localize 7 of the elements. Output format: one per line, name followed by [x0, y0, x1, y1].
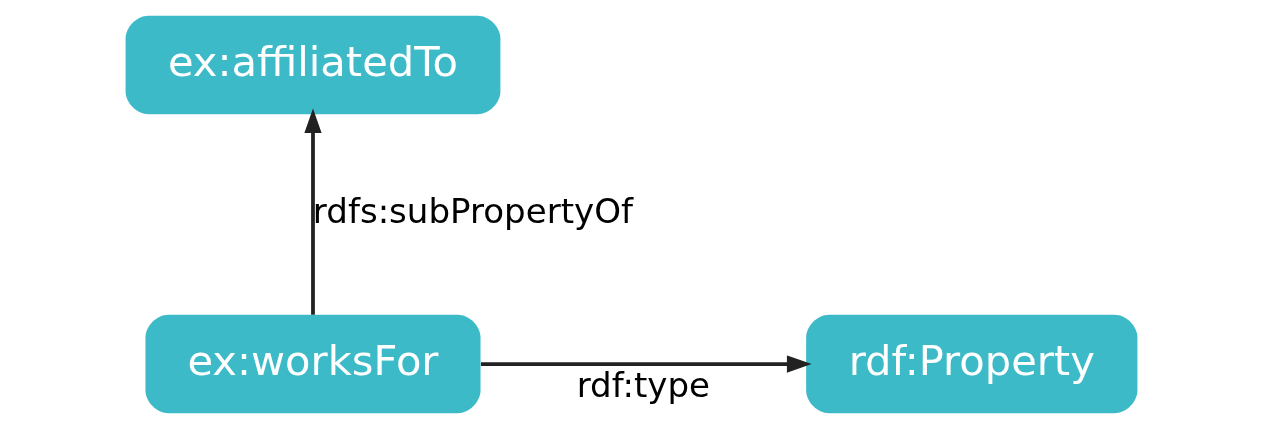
edge-label: rdfs:subPropertyOf — [312, 190, 634, 231]
node-box: ex:affiliatedTo — [125, 15, 501, 115]
node-box: rdf:Property — [806, 314, 1138, 414]
node-box: ex:worksFor — [145, 314, 481, 414]
edge-label: rdf:type — [576, 364, 711, 405]
arrow — [304, 108, 322, 315]
arrow — [480, 355, 812, 373]
